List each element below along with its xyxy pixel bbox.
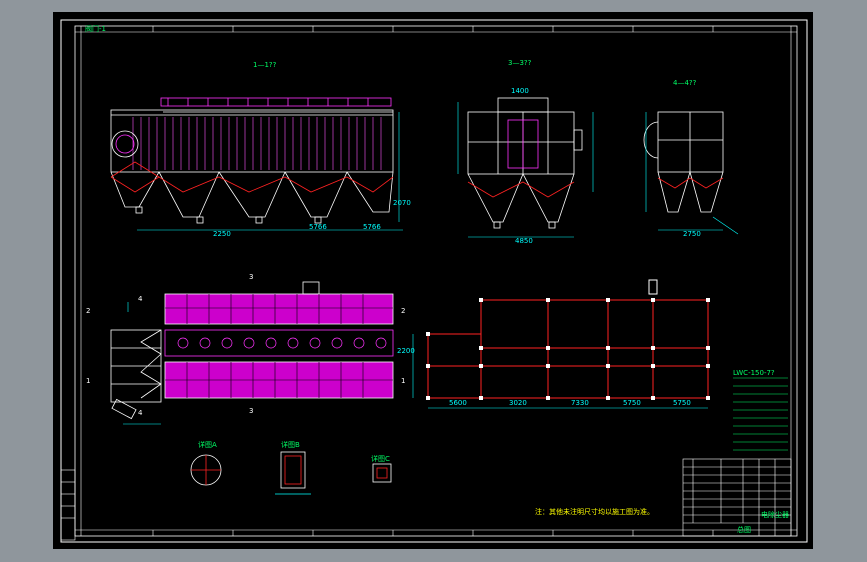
side-width-dim: 4850 bbox=[515, 237, 533, 245]
section-marker-2-right: 2 bbox=[401, 307, 406, 315]
title-block-name: 电除尘器 bbox=[761, 511, 789, 519]
front-view-title: 1—1?? bbox=[253, 61, 277, 69]
drawing-viewport[interactable]: 阀门-1 1—1?? 3—3?? 4—4?? 3 3 2 2 1 1 4 4 5… bbox=[53, 12, 813, 549]
side-top-dim: 1400 bbox=[511, 87, 529, 95]
plan-dim-4: 5750 bbox=[623, 399, 641, 407]
plan-view bbox=[110, 281, 394, 425]
sheet-inner-border bbox=[74, 25, 798, 537]
side-view bbox=[457, 97, 594, 238]
detail-b-label: 详图B bbox=[281, 441, 300, 449]
details bbox=[190, 451, 392, 495]
end-view-title: 4—4?? bbox=[673, 79, 697, 87]
title-block bbox=[60, 458, 792, 541]
plan-height-dim: 2200 bbox=[397, 347, 415, 355]
front-dim-2: 5766 bbox=[363, 223, 381, 231]
section-marker-3-top: 3 bbox=[249, 273, 254, 281]
end-view bbox=[643, 111, 739, 235]
plan-dim-2: 3020 bbox=[509, 399, 527, 407]
top-ticks bbox=[75, 26, 797, 536]
front-dim-1: 5766 bbox=[309, 223, 327, 231]
plan-dim-5: 5750 bbox=[673, 399, 691, 407]
end-width-dim: 2750 bbox=[683, 230, 701, 238]
bottom-note: 注：其他未注明尺寸均以施工图为准。 bbox=[535, 508, 654, 516]
front-view bbox=[110, 97, 403, 231]
front-height-dim: 2070 bbox=[393, 199, 411, 207]
sheet-border bbox=[60, 19, 808, 543]
detail-c-label: 详图C bbox=[371, 455, 390, 463]
top-left-title: 阀门-1 bbox=[85, 25, 106, 33]
section-marker-4-bottom: 4 bbox=[138, 409, 143, 417]
title-block-drawing: 总图 bbox=[737, 526, 751, 534]
front-span-dim: 2250 bbox=[213, 230, 231, 238]
section-marker-3-bottom: 3 bbox=[249, 407, 254, 415]
plan-dim-1: 5600 bbox=[449, 399, 467, 407]
plan-dim-3: 7330 bbox=[571, 399, 589, 407]
section-marker-1-right: 1 bbox=[401, 377, 406, 385]
cad-drawing bbox=[60, 19, 808, 543]
foundation-plan bbox=[412, 279, 710, 409]
notes-lines bbox=[733, 377, 788, 451]
section-marker-2-left: 2 bbox=[86, 307, 91, 315]
section-marker-4-top: 4 bbox=[138, 295, 143, 303]
side-view-title: 3—3?? bbox=[508, 59, 532, 67]
section-marker-1-left: 1 bbox=[86, 377, 91, 385]
detail-a-label: 详图A bbox=[198, 441, 217, 449]
notes-title: LWC-150-7? bbox=[733, 369, 775, 377]
